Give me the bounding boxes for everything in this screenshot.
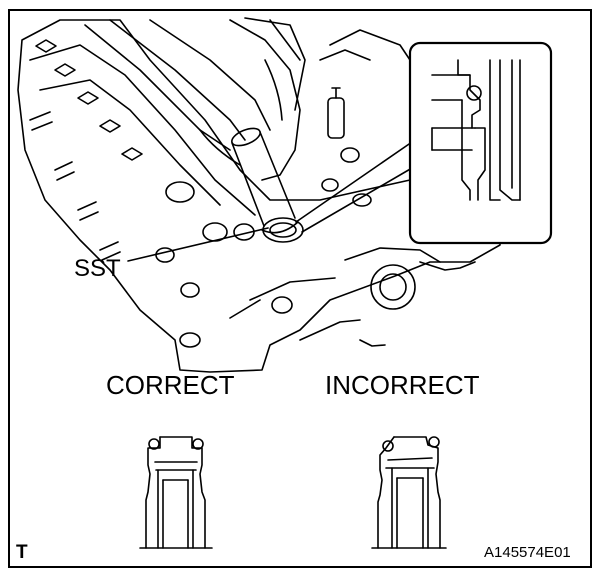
corner-mark: T bbox=[16, 542, 28, 563]
incorrect-seal-diagram bbox=[371, 436, 447, 549]
sst-tool bbox=[231, 17, 306, 234]
figure-id: A145574E01 bbox=[484, 544, 571, 561]
hand-illustration bbox=[84, 19, 301, 181]
correct-label: CORRECT bbox=[106, 370, 235, 400]
incorrect-label: INCORRECT bbox=[325, 370, 480, 400]
detail-callout bbox=[295, 41, 553, 245]
sst-label: SST bbox=[74, 255, 121, 282]
sst-leader-line bbox=[127, 227, 269, 262]
correct-seal-diagram bbox=[139, 436, 213, 549]
